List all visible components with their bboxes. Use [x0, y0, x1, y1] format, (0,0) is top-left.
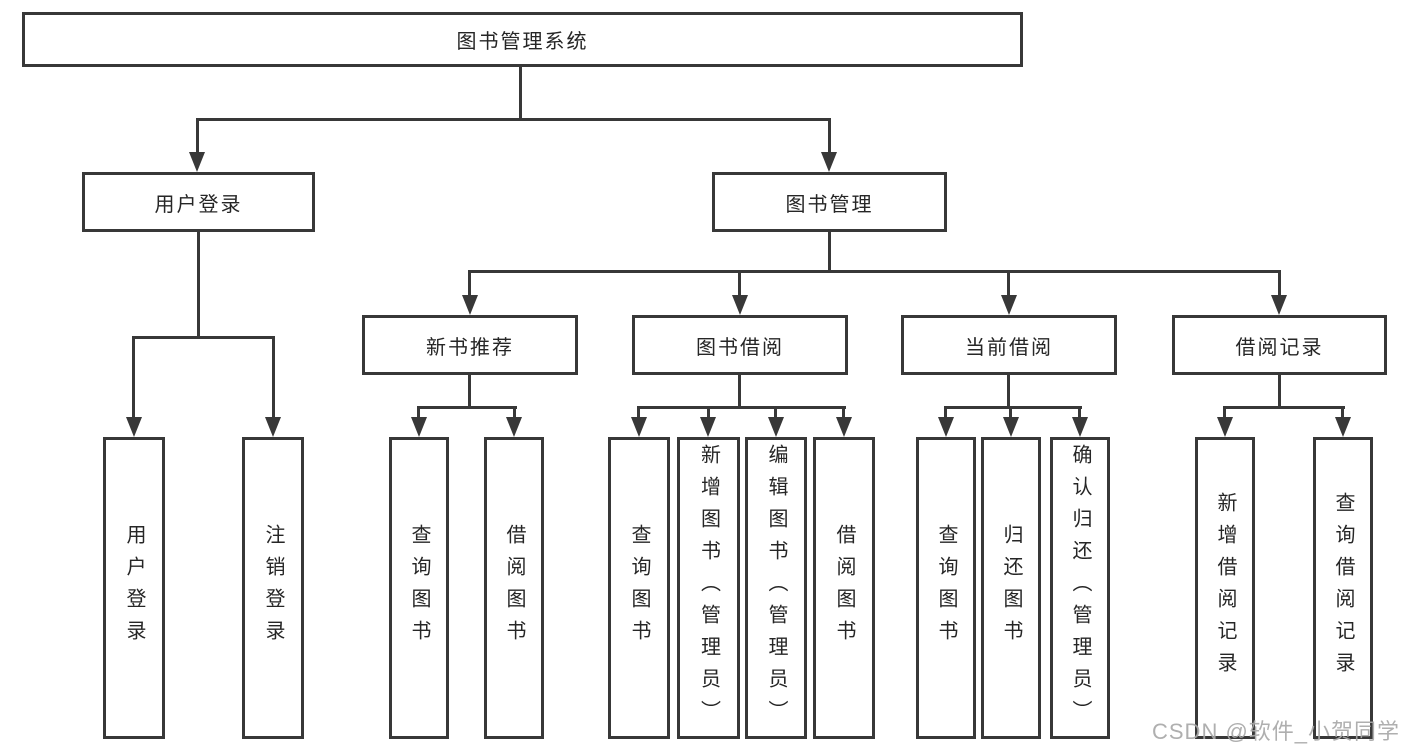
connector: [196, 118, 199, 156]
connector: [944, 406, 947, 421]
arrow-down-icon: [631, 417, 647, 437]
node-new-book-recommend-label: 新书推荐: [426, 336, 514, 359]
arrow-down-icon: [411, 417, 427, 437]
connector: [1341, 406, 1344, 421]
node-leaf-add-books-admin: 新增图书（管理员）: [677, 437, 740, 739]
connector: [417, 406, 517, 409]
csdn-watermark: CSDN @软件_小贺同学: [1152, 719, 1401, 744]
connector: [1278, 373, 1281, 409]
connector: [707, 406, 710, 421]
node-leaf-return-books: 归还图书: [981, 437, 1041, 739]
node-leaf-return-books-label: 归还图书: [1000, 524, 1022, 652]
node-leaf-user-login-label: 用户登录: [123, 524, 145, 652]
connector: [1009, 406, 1012, 421]
arrow-down-icon: [836, 417, 852, 437]
arrow-down-icon: [1072, 417, 1088, 437]
node-leaf-confirm-return-admin-label: 确认归还（管理员）: [1069, 444, 1091, 732]
node-book-borrowing-label: 图书借阅: [696, 336, 784, 359]
connector: [468, 270, 471, 298]
connector: [1007, 270, 1010, 298]
node-leaf-add-borrow-record-label: 新增借阅记录: [1214, 492, 1236, 684]
arrow-down-icon: [1003, 417, 1019, 437]
connector: [738, 373, 741, 409]
node-book-borrowing: 图书借阅: [632, 315, 848, 375]
node-book-management-label: 图书管理: [785, 193, 874, 216]
node-leaf-add-borrow-record: 新增借阅记录: [1195, 437, 1255, 739]
node-leaf-query-borrow-record-label: 查询借阅记录: [1332, 492, 1354, 684]
connector: [196, 118, 831, 121]
connector: [1007, 373, 1010, 409]
node-book-management: 图书管理: [712, 172, 947, 232]
arrow-down-icon: [462, 295, 478, 315]
node-leaf-query-books-1-label: 查询图书: [408, 524, 430, 652]
arrow-down-icon: [189, 152, 205, 172]
node-leaf-user-login: 用户登录: [103, 437, 165, 739]
node-leaf-logout-label: 注销登录: [262, 524, 284, 652]
node-user-login: 用户登录: [82, 172, 315, 232]
connector: [197, 230, 200, 339]
connector: [828, 118, 831, 156]
arrow-down-icon: [1217, 417, 1233, 437]
node-leaf-confirm-return-admin: 确认归还（管理员）: [1050, 437, 1110, 739]
node-leaf-borrow-books-2-label: 借阅图书: [833, 524, 855, 652]
connector: [468, 270, 1281, 273]
node-leaf-query-books-1: 查询图书: [389, 437, 449, 739]
connector: [944, 406, 1082, 409]
connector: [132, 336, 135, 420]
arrow-down-icon: [821, 152, 837, 172]
node-borrowing-records: 借阅记录: [1172, 315, 1387, 375]
node-new-book-recommend: 新书推荐: [362, 315, 578, 375]
connector: [828, 230, 831, 273]
node-leaf-logout: 注销登录: [242, 437, 304, 739]
node-leaf-query-books-2-label: 查询图书: [628, 524, 650, 652]
node-current-borrowing-label: 当前借阅: [965, 336, 1053, 359]
arrow-down-icon: [732, 295, 748, 315]
arrow-down-icon: [700, 417, 716, 437]
arrow-down-icon: [126, 417, 142, 437]
connector: [272, 336, 275, 420]
node-leaf-query-borrow-record: 查询借阅记录: [1313, 437, 1373, 739]
arrow-down-icon: [506, 417, 522, 437]
node-root-label: 图书管理系统: [456, 31, 589, 53]
arrow-down-icon: [1001, 295, 1017, 315]
connector: [513, 406, 516, 421]
node-leaf-borrow-books-1: 借阅图书: [484, 437, 544, 739]
connector: [1223, 406, 1345, 409]
arrow-down-icon: [265, 417, 281, 437]
node-leaf-edit-books-admin: 编辑图书（管理员）: [745, 437, 807, 739]
node-leaf-add-books-admin-label: 新增图书（管理员）: [697, 444, 720, 732]
arrow-down-icon: [1271, 295, 1287, 315]
node-root: 图书管理系统: [22, 12, 1023, 67]
connector: [774, 406, 777, 421]
arrow-down-icon: [1335, 417, 1351, 437]
node-leaf-borrow-books-2: 借阅图书: [813, 437, 875, 739]
connector: [1078, 406, 1081, 421]
connector: [468, 373, 471, 409]
node-leaf-edit-books-admin-label: 编辑图书（管理员）: [765, 444, 787, 732]
connector: [738, 270, 741, 298]
connector: [1223, 406, 1226, 421]
node-leaf-query-books-3-label: 查询图书: [935, 524, 957, 652]
arrow-down-icon: [938, 417, 954, 437]
connector: [637, 406, 846, 409]
connector: [417, 406, 420, 421]
connector: [637, 406, 640, 421]
node-leaf-borrow-books-1-label: 借阅图书: [503, 524, 525, 652]
node-leaf-query-books-2: 查询图书: [608, 437, 670, 739]
connector: [842, 406, 845, 421]
arrow-down-icon: [768, 417, 784, 437]
connector: [519, 64, 522, 121]
connector: [1278, 270, 1281, 298]
node-borrowing-records-label: 借阅记录: [1235, 336, 1324, 359]
node-leaf-query-books-3: 查询图书: [916, 437, 976, 739]
node-current-borrowing: 当前借阅: [901, 315, 1117, 375]
connector: [132, 336, 275, 339]
node-user-login-label: 用户登录: [154, 193, 243, 216]
